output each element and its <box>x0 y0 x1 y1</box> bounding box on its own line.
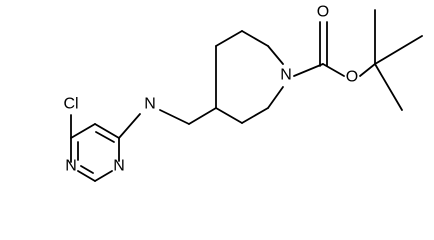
bond-n3-c2 <box>94 170 113 182</box>
bond-pip-c2-n <box>267 86 284 109</box>
atom-chlorine: Cl <box>63 96 78 113</box>
atom-labels: Cl N N N N O O <box>63 4 358 175</box>
bond-tbu-me-right <box>374 35 423 65</box>
bond-ch2-c4pip <box>188 107 217 125</box>
bond-n-carbonyl <box>293 63 324 77</box>
atom-carbonyl-oxygen: O <box>317 4 329 21</box>
bond-c5-c4-inner <box>95 131 115 143</box>
bond-tbu-me-bottom <box>374 63 403 111</box>
bond-o-tbu <box>359 63 376 77</box>
atom-piperidine-nitrogen: N <box>280 67 292 84</box>
bond-nh-ch2 <box>159 109 190 125</box>
bond-c2-n1-inner <box>80 165 94 174</box>
bond-carbonyl-o-ester <box>322 63 345 77</box>
atom-pyrimidine-nitrogen-lower: N <box>113 158 125 175</box>
bond-c5-c4 <box>94 123 120 139</box>
bond-pip-c3-c2 <box>241 107 269 124</box>
bond-pip-c5-c4 <box>215 30 243 47</box>
bond-pip-n-c6 <box>267 45 284 65</box>
atom-pyrimidine-nitrogen-side: N <box>65 158 77 175</box>
bond-pip-c4-c3 <box>215 107 243 124</box>
bond-lines <box>70 9 423 182</box>
bond-c4-nh <box>118 113 141 139</box>
bond-c6-c5 <box>70 123 96 139</box>
atom-amine-nitrogen: N <box>144 96 156 113</box>
bond-pip-c6-c5 <box>241 30 269 47</box>
bond-c2-n1 <box>77 170 96 182</box>
atom-ester-oxygen: O <box>346 69 358 86</box>
chemical-structure: Cl N N N N O O <box>63 4 423 182</box>
